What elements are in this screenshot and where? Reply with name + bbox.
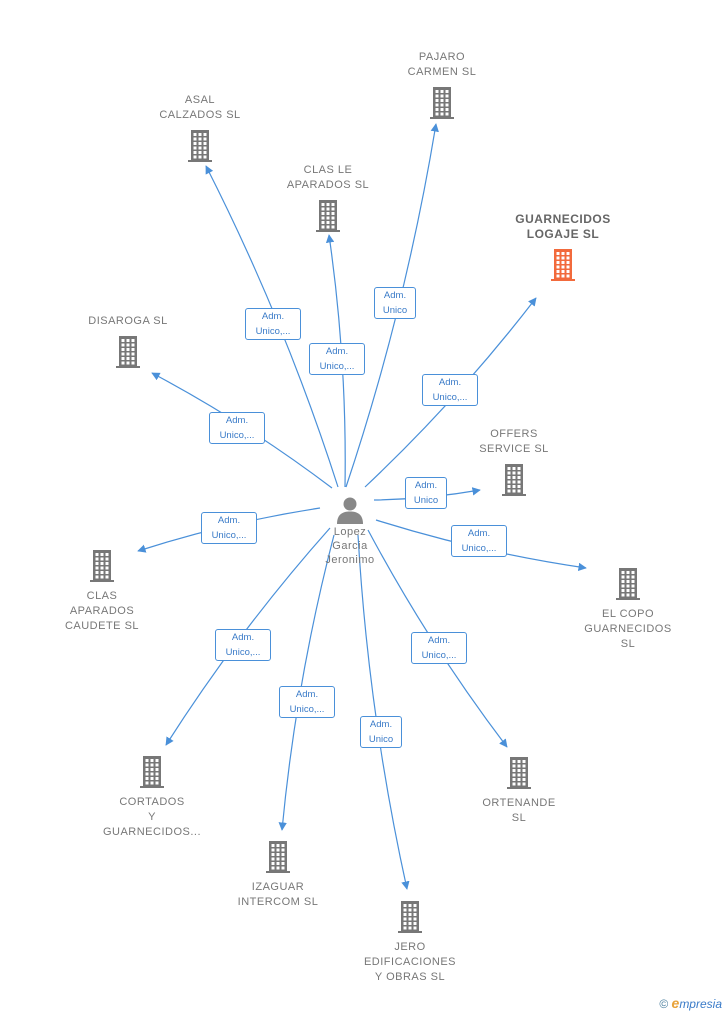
footer-brand: © empresia (659, 995, 722, 1011)
building-icon (140, 756, 164, 788)
edge-label-ortenande[interactable]: Adm. Unico,... (411, 632, 467, 664)
company-node-clasaparados[interactable]: CLAS APARADOS CAUDETE SL (27, 549, 177, 634)
edge-jero (357, 534, 410, 890)
person-node[interactable]: Lopez Garcia Jeronimo (310, 495, 390, 567)
edge-izaguar (278, 534, 335, 831)
company-node-offers[interactable]: OFFERS SERVICE SL (439, 427, 589, 497)
building-icon (551, 249, 575, 281)
company-name: IZAGUAR INTERCOM SL (237, 881, 319, 908)
company-name: OFFERS SERVICE SL (479, 428, 549, 455)
company-name: JERO EDIFICACIONES Y OBRAS SL (363, 941, 457, 983)
brand-logo-e: e (671, 995, 680, 1011)
building-icon (188, 130, 212, 162)
company-node-jero[interactable]: JERO EDIFICACIONES Y OBRAS SL (335, 900, 485, 985)
edge-label-asal[interactable]: Adm. Unico,... (245, 308, 301, 340)
company-name: EL COPO GUARNECIDOS SL (584, 608, 672, 650)
building-icon (430, 87, 454, 119)
edge-label-guarnecidos[interactable]: Adm. Unico,... (422, 374, 478, 406)
company-node-ortenande[interactable]: ORTENANDE SL (444, 756, 594, 826)
company-node-izaguar[interactable]: IZAGUAR INTERCOM SL (203, 840, 353, 910)
building-icon (116, 336, 140, 368)
building-icon (398, 901, 422, 933)
company-name: CORTADOS Y GUARNECIDOS... (102, 796, 202, 838)
edge-label-offers[interactable]: Adm. Unico (405, 477, 447, 509)
company-name: ASAL CALZADOS SL (159, 94, 241, 121)
building-icon (502, 464, 526, 496)
company-node-clasle[interactable]: CLAS LE APARADOS SL (253, 163, 403, 233)
company-name: ORTENANDE SL (482, 797, 556, 824)
building-icon (90, 550, 114, 582)
edge-label-clasle[interactable]: Adm. Unico,... (309, 343, 365, 375)
edge-label-disaroga[interactable]: Adm. Unico,... (209, 412, 265, 444)
company-node-elcopo[interactable]: EL COPO GUARNECIDOS SL (553, 567, 703, 652)
building-icon (507, 757, 531, 789)
copyright-symbol: © (659, 997, 669, 1011)
brand-name: mpresia (679, 997, 722, 1011)
edge-label-clasaparados[interactable]: Adm. Unico,... (201, 512, 257, 544)
company-node-asal[interactable]: ASAL CALZADOS SL (125, 93, 275, 163)
company-name: DISAROGA SL (88, 315, 168, 327)
edge-label-elcopo[interactable]: Adm. Unico,... (451, 525, 507, 557)
building-icon (616, 568, 640, 600)
edge-label-pajaro[interactable]: Adm. Unico (374, 287, 416, 319)
edge-label-izaguar[interactable]: Adm. Unico,... (279, 686, 335, 718)
person-icon (337, 497, 363, 524)
company-name: CLAS LE APARADOS SL (286, 164, 370, 191)
company-name: CLAS APARADOS CAUDETE SL (64, 590, 140, 632)
company-node-pajaro[interactable]: PAJARO CARMEN SL (367, 50, 517, 120)
building-icon (266, 841, 290, 873)
edge-label-cortados[interactable]: Adm. Unico,... (215, 629, 271, 661)
company-node-disaroga[interactable]: DISAROGA SL (53, 314, 203, 369)
edge-label-jero[interactable]: Adm. Unico (360, 716, 402, 748)
company-node-guarnecidos[interactable]: GUARNECIDOS LOGAJE SL (488, 212, 638, 282)
company-name: PAJARO CARMEN SL (407, 51, 477, 78)
person-name: Lopez Garcia Jeronimo (325, 526, 375, 566)
building-icon (316, 200, 340, 232)
company-name: GUARNECIDOS LOGAJE SL (515, 212, 611, 241)
company-node-cortados[interactable]: CORTADOS Y GUARNECIDOS... (77, 755, 227, 840)
